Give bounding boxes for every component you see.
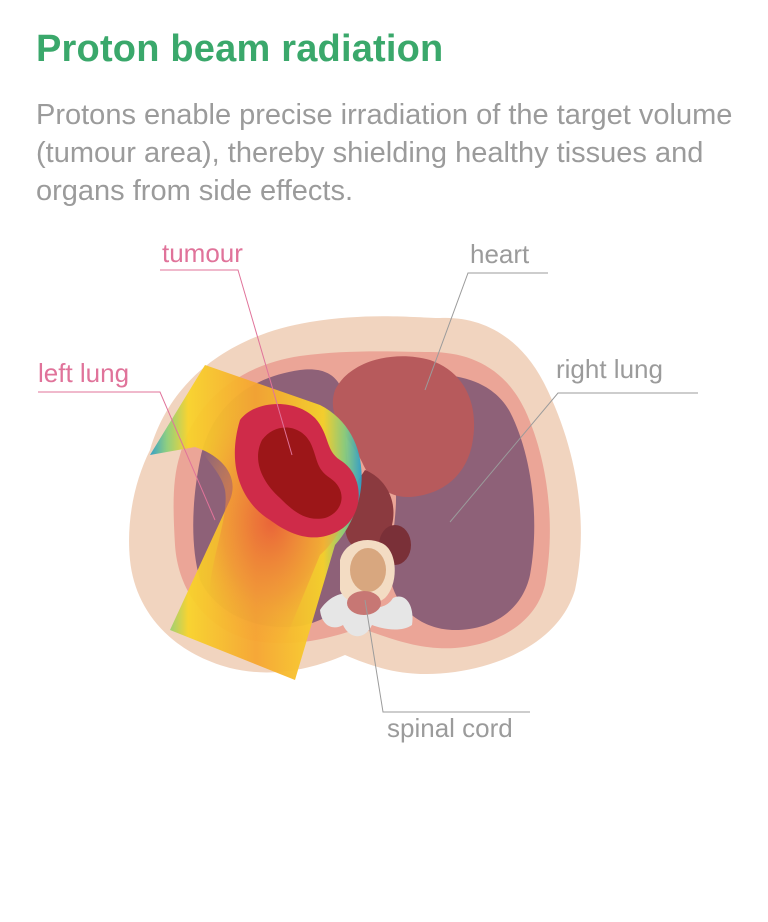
leader-spinal-cord (364, 599, 530, 713)
label-right-lung: right lung (556, 354, 663, 384)
page-title: Proton beam radiation (36, 28, 444, 70)
label-tumour: tumour (162, 238, 243, 268)
heart (332, 356, 475, 498)
spinal-canal (347, 591, 381, 615)
leader-right-lung (449, 392, 698, 523)
label-heart: heart (470, 239, 530, 269)
label-spinal-cord: spinal cord (387, 713, 513, 743)
tumour-core (258, 427, 342, 519)
leader-heart (424, 272, 548, 391)
label-left-lung: left lung (38, 358, 129, 388)
leader-left-lung (38, 391, 216, 521)
spinal-cord-core (350, 548, 386, 592)
intro-text: Protons enable precise irradiation of th… (36, 99, 733, 207)
leader-tumour (160, 269, 293, 456)
leader-lines (38, 269, 698, 713)
